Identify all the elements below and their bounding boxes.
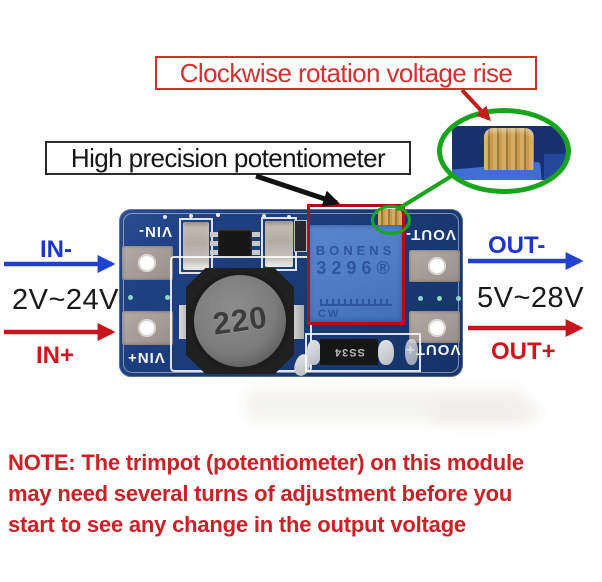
output-capacitor [265,221,293,267]
input-voltage-range: 2V~24V [12,284,120,316]
silkscreen-vin-plus: VIN+ [127,349,165,366]
via [418,296,423,301]
via [163,215,167,219]
potentiometer-highlight-rect [307,204,405,325]
potentiometer-brand: BONENS [315,243,396,258]
solder-blob [378,340,394,365]
via [262,214,266,218]
screw-highlight-circle [371,205,411,235]
potentiometer-annotation-label: High precision potentiometer [70,142,386,173]
ic-pin [252,241,260,246]
boost-converter-ic [218,229,252,257]
schottky-diode: SS34 [320,339,378,365]
mounting-hole [428,257,446,275]
potentiometer-model: 3296® [316,258,395,278]
output-voltage-range: 5V~28V [477,282,585,314]
via [287,215,291,219]
capacitor-outline [179,218,213,274]
solder-blob [307,340,321,365]
via [128,295,133,300]
via [165,295,170,300]
silkscreen-vout-minus: VOUT- [405,226,456,243]
smd-resistor [294,220,307,252]
ic-pin [210,241,218,246]
inductor-top: 220 [194,275,286,367]
input-positive-label: IN+ [36,342,75,369]
note-line-1: NOTE: The trimpot (potentiometer) on thi… [8,450,524,475]
ic-pin [252,232,260,237]
pcb-background-patch [544,154,566,180]
solder-blob [405,339,418,365]
potentiometer-zoom-ellipse [437,108,571,194]
mounting-hole [138,319,156,337]
via [216,213,220,217]
screw-closeup-photo [452,126,566,180]
note-line-3: start to see any change in the output vo… [8,512,466,537]
input-negative-label: IN- [40,236,72,263]
ic-pin [252,250,260,255]
mounting-hole [138,254,156,272]
trimmer-potentiometer: BONENS 3296® CW [308,225,403,322]
diode-outline [305,333,421,372]
output-positive-label: OUT+ [491,338,556,365]
pcb-module: VIN- VIN+ VOUT- VOUT+ 220 BONENS 32 [119,209,463,378]
ic-pin [210,232,218,237]
inductor-terminal [291,305,304,339]
note-line-2: may need several turns of adjustment bef… [8,481,513,506]
input-capacitor [183,222,209,270]
watermark-smudge [430,400,540,424]
clockwise-annotation-box: Clockwise rotation voltage rise [155,56,537,90]
diode-marking: SS34 [333,346,365,358]
via [437,296,442,301]
ic-pin [210,250,218,255]
brass-screw-closeup [484,128,534,170]
via [189,214,193,218]
potentiometer-scale [320,299,392,306]
pcb-silkscreen-outline [123,213,459,373]
via [456,296,461,301]
clockwise-annotation-label: Clockwise rotation voltage rise [179,57,513,88]
output-negative-label: OUT- [488,232,546,259]
note-text: NOTE: The trimpot (potentiometer) on thi… [8,447,600,540]
silkscreen-vin-minus: VIN- [138,223,172,240]
potentiometer-annotation-box: High precision potentiometer [45,141,411,175]
inductor-marking: 220 [210,299,270,342]
mounting-hole [428,319,446,337]
zoom-leader-line [396,175,452,211]
potentiometer-callout-arrow [255,173,341,207]
potentiometer-cw-label: CW [318,308,341,320]
